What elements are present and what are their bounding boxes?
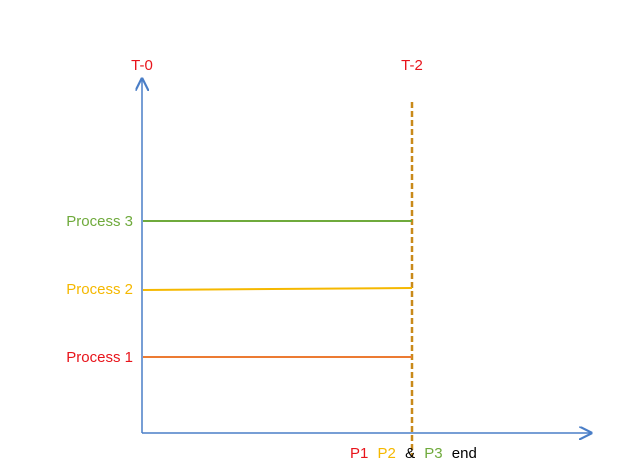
end-time-label: T-2 xyxy=(401,57,423,74)
process-1-label: Process 1 xyxy=(66,349,133,366)
caption-p2: P2 xyxy=(378,445,396,462)
start-time-label: T-0 xyxy=(131,57,153,74)
caption-ampersand: & xyxy=(405,445,415,462)
process-2-label: Process 2 xyxy=(66,281,133,298)
process-3-label: Process 3 xyxy=(66,213,133,230)
end-caption: P1 P2 & P3 end xyxy=(350,445,477,462)
caption-p1: P1 xyxy=(350,445,368,462)
caption-end: end xyxy=(452,445,477,462)
caption-p3: P3 xyxy=(424,445,442,462)
process-2-bar xyxy=(142,287,413,291)
